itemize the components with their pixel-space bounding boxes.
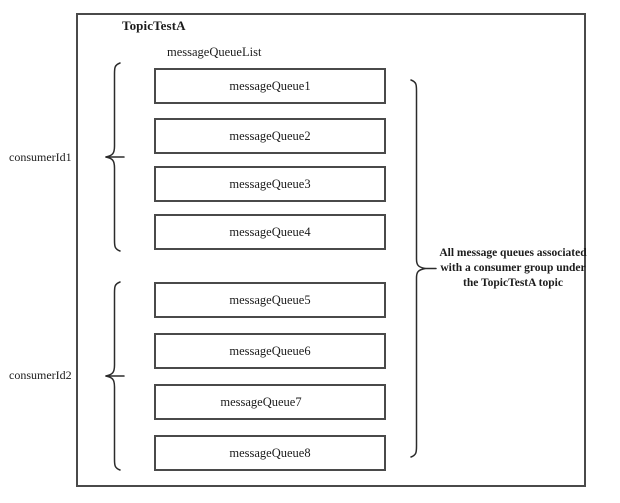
queue-box[interactable]: messageQueue8	[154, 435, 386, 471]
queue-label: messageQueue4	[229, 224, 311, 239]
queue-box[interactable]: messageQueue6	[154, 333, 386, 369]
queue-box[interactable]: messageQueue4	[154, 214, 386, 250]
topic-title: TopicTestA	[122, 18, 186, 33]
consumer-group-label-1: consumerId1	[9, 150, 72, 164]
message-queue-list-label: messageQueueList	[167, 45, 262, 59]
queue-box[interactable]: messageQueue5	[154, 282, 386, 318]
queue-label: messageQueue6	[229, 343, 311, 358]
consumer-group-label-2: consumerId2	[9, 368, 72, 382]
queue-box[interactable]: messageQueue1	[154, 68, 386, 104]
queue-box[interactable]: messageQueue7	[154, 384, 386, 420]
group-brace-left-1	[105, 62, 125, 252]
queue-box[interactable]: messageQueue3	[154, 166, 386, 202]
queue-box[interactable]: messageQueue2	[154, 118, 386, 154]
all-queues-brace-right	[410, 79, 437, 458]
queue-label: messageQueue2	[229, 128, 311, 143]
queue-label: messageQueue7	[220, 394, 302, 409]
queue-label: messageQueue3	[229, 176, 311, 191]
queue-label: messageQueue8	[229, 445, 311, 460]
all-queues-annotation: All message queues associated with a con…	[439, 247, 587, 290]
queue-label: messageQueue1	[229, 78, 311, 93]
queue-label: messageQueue5	[229, 292, 311, 307]
group-brace-left-2	[105, 281, 125, 471]
